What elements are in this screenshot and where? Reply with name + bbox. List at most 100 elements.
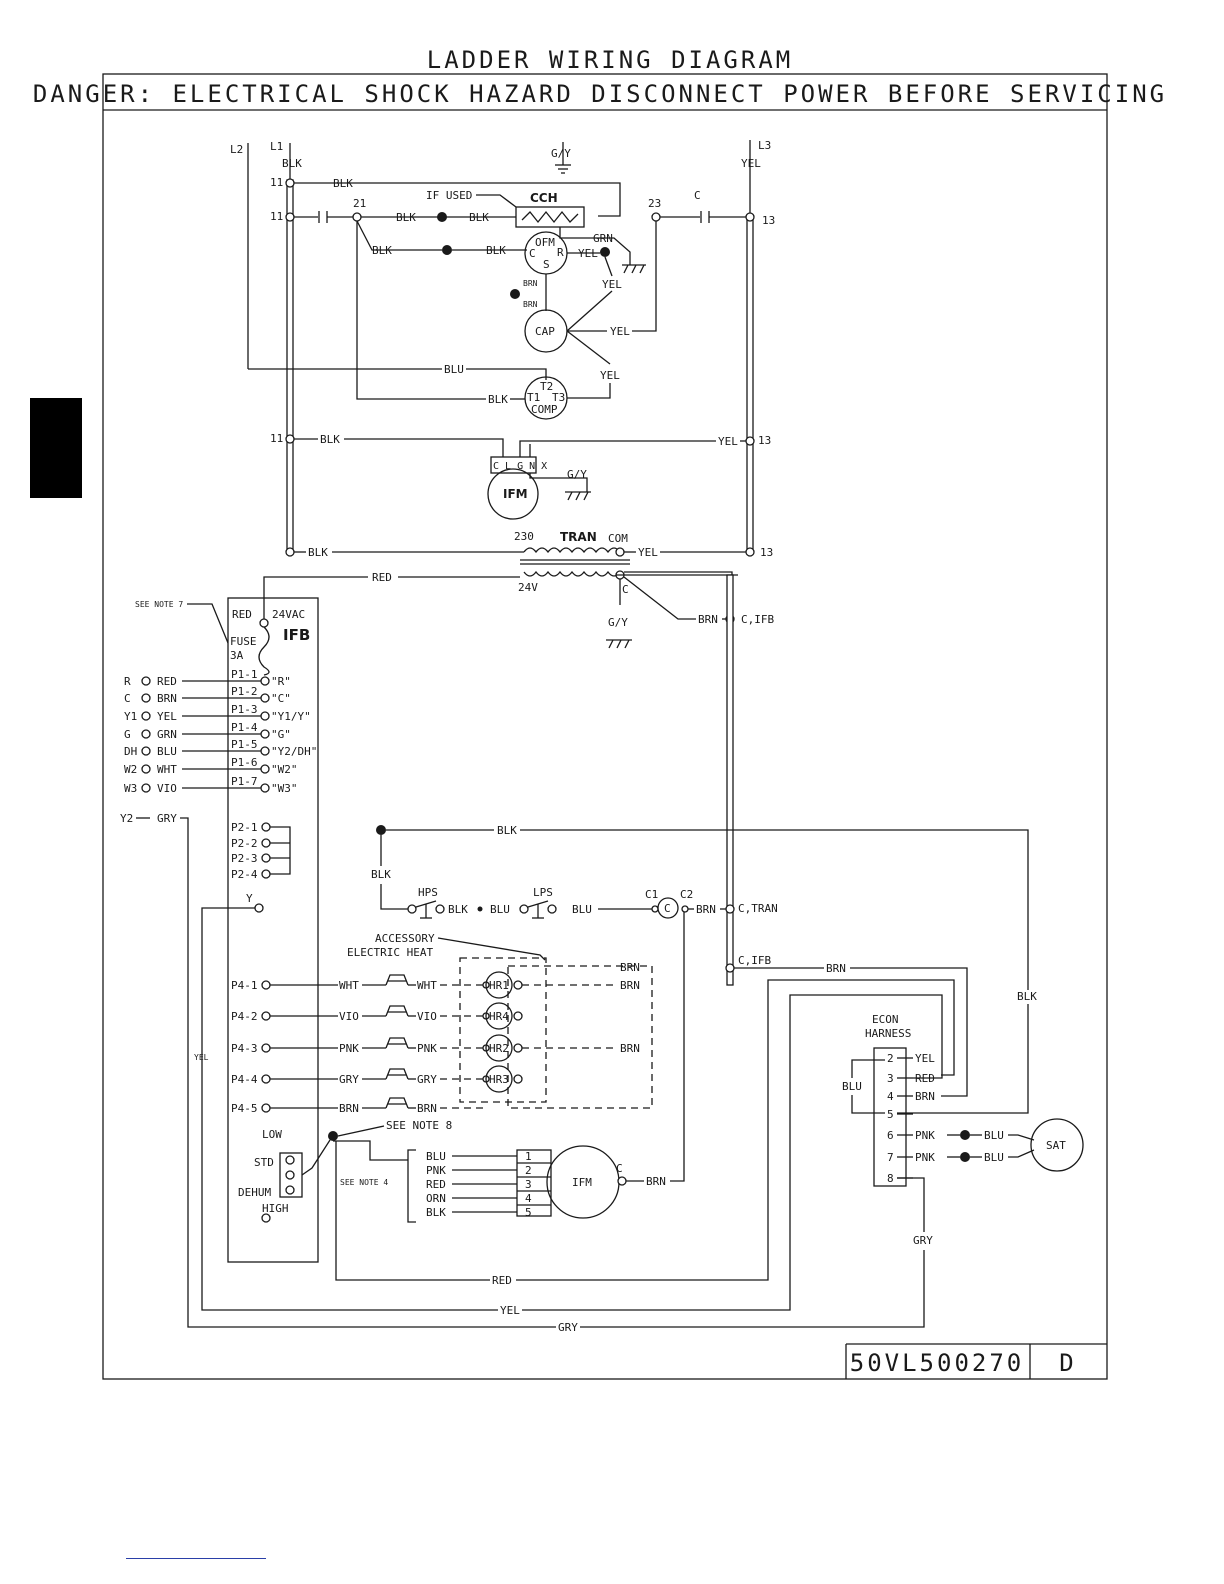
c1-label: C1 <box>645 888 658 901</box>
p1-signal-label: "W3" <box>271 782 298 795</box>
wire-label: GRY <box>157 812 177 825</box>
wire-label: WHT <box>417 979 437 992</box>
harness-label: HARNESS <box>865 1027 911 1040</box>
heater-relay <box>485 971 513 999</box>
wire-label: BLK <box>396 211 416 224</box>
terminal-13-b: 13 <box>758 434 771 447</box>
ground-label: G/Y <box>567 468 587 481</box>
wire-label: VIO <box>339 1010 359 1023</box>
field-terminal <box>141 676 151 686</box>
p4-pin <box>261 1103 271 1113</box>
wire-label: YEL <box>638 546 658 559</box>
accessory-label: ACCESSORY <box>375 932 435 945</box>
wire-label: BLU <box>157 745 177 758</box>
p4-pin-label: P4-3 <box>231 1042 258 1055</box>
terminal-23: 23 <box>648 197 661 210</box>
wire-label: BLK <box>497 824 517 837</box>
tran-label: TRAN <box>560 530 597 544</box>
wire-label: GRY <box>558 1321 578 1334</box>
wire-label: ORN <box>426 1192 446 1205</box>
wire-label: BLU <box>572 903 592 916</box>
p1-pin <box>260 693 270 703</box>
terminal-11-b: 11 <box>270 210 283 223</box>
wire-label: BLU <box>490 903 510 916</box>
plug-connector-icon <box>385 1037 409 1049</box>
ifb-fuse-rating: 3A <box>230 649 244 662</box>
p4-pin <box>261 1074 271 1084</box>
p1-pin-label: P1-6 <box>231 756 258 769</box>
c-ifb-label: C,IFB <box>741 613 774 626</box>
plug-connector-icon <box>385 1005 409 1017</box>
l3-wire-label: YEL <box>741 157 761 170</box>
field-terminal-label: W3 <box>124 782 137 795</box>
comp-t2: T2 <box>540 380 553 393</box>
terminal-13-a: 13 <box>762 214 775 227</box>
std-label: STD <box>254 1156 274 1169</box>
p1-signal-label: "G" <box>271 728 291 741</box>
ofm-c: C <box>529 247 536 260</box>
contactor-coil <box>657 897 679 919</box>
p1-pin <box>260 676 270 686</box>
ifb-board <box>227 597 319 1263</box>
ifm-bottom-c: C <box>616 1162 623 1175</box>
ifm-top-motor <box>487 468 539 520</box>
wire-label: BLU <box>444 363 464 376</box>
field-terminal-label: Y1 <box>124 710 137 723</box>
contactor-c-label: C <box>694 189 701 202</box>
wire-label: YEL <box>718 435 738 448</box>
heater-relay <box>485 1065 513 1093</box>
wire-label: YEL <box>500 1304 520 1317</box>
p2-pin <box>261 869 271 879</box>
wire-label: PNK <box>915 1129 935 1142</box>
hr-terminal <box>513 980 523 990</box>
wire-label: BRN <box>523 300 538 309</box>
wire-label: YEL <box>915 1052 935 1065</box>
ifm-pin-label: 3 <box>525 1178 532 1191</box>
wire-label: PNK <box>417 1042 437 1055</box>
heater-box <box>459 957 547 1103</box>
tran-com: COM <box>608 532 628 545</box>
econ-pin-label: 4 <box>887 1090 894 1103</box>
ground-label: G/Y <box>608 616 628 629</box>
heater-relay <box>485 1002 513 1030</box>
p1-pin <box>260 729 270 739</box>
heater-relay <box>485 1034 513 1062</box>
econ-pin-label: 5 <box>887 1108 894 1121</box>
p2-pin-label: P2-4 <box>231 868 258 881</box>
ifb-label: IFB <box>283 626 310 644</box>
field-terminal <box>141 729 151 739</box>
hr-terminal <box>513 1011 523 1021</box>
p4-pin <box>261 1043 271 1053</box>
terminal-13-c: 13 <box>760 546 773 559</box>
wire-label: WHT <box>339 979 359 992</box>
ifb-fuse: FUSE <box>230 635 257 648</box>
p1-pin <box>260 783 270 793</box>
footer-link-underline[interactable] <box>126 1558 266 1559</box>
wire-label: GRY <box>913 1234 933 1247</box>
lps-label: LPS <box>533 886 553 899</box>
wire-label: GRY <box>417 1073 437 1086</box>
field-terminal <box>141 764 151 774</box>
wire-label: BLK <box>333 177 353 190</box>
y2-label: Y2 <box>120 812 133 825</box>
wire-label: BRN <box>157 692 177 705</box>
econ-pin-label: 7 <box>887 1151 894 1164</box>
sat-sensor <box>1030 1118 1084 1172</box>
p4-pin-label: P4-4 <box>231 1073 258 1086</box>
ground-label-top: G/Y <box>551 147 571 160</box>
terminal-11-c: 11 <box>270 432 283 445</box>
p1-pin-label: P1-3 <box>231 703 258 716</box>
wire-label: BLK <box>488 393 508 406</box>
comp-label: COMP <box>531 403 558 416</box>
plug-connector-icon <box>385 1068 409 1080</box>
p1-pin-label: P1-7 <box>231 775 258 788</box>
hr-terminal <box>513 1043 523 1053</box>
wire-label: BRN <box>646 1175 666 1188</box>
low-label: LOW <box>262 1128 282 1141</box>
tran-c: C <box>622 583 629 596</box>
p2-pin <box>261 822 271 832</box>
ifm-plug <box>490 456 537 474</box>
